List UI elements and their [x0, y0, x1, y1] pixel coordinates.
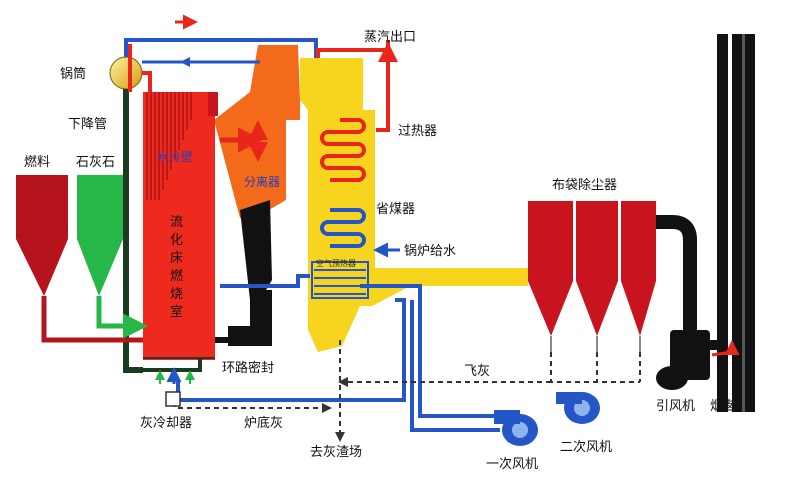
drum-label: 锅筒	[60, 66, 86, 82]
ash-cooler-label: 灰冷却器	[140, 416, 192, 431]
secondary-fan-label: 二次风机	[560, 439, 612, 455]
furnace-char-1: 流	[170, 215, 183, 230]
economizer-label: 省煤器	[376, 202, 415, 217]
bag-filter-label: 布袋除尘器	[552, 178, 617, 193]
ash-cooler	[155, 370, 195, 407]
limestone-label: 石灰石	[76, 155, 115, 170]
backpass	[300, 58, 375, 352]
air-preheater-label: 空气预热器	[316, 258, 356, 268]
downcomer-label: 下降管	[68, 117, 107, 132]
id-fan-label: 引风机	[656, 399, 695, 414]
furnace-char-6: 室	[170, 304, 183, 320]
separator-label: 分离器	[244, 174, 280, 189]
superheater-label: 过热器	[398, 124, 437, 139]
furnace-char-4: 燃	[170, 268, 183, 284]
flue-gas-duct	[360, 268, 528, 306]
fly-ash-label: 飞灰	[464, 364, 490, 379]
feedwater-label: 锅炉给水	[404, 243, 456, 259]
separator	[214, 45, 300, 346]
chimney-label: 烟囱	[710, 399, 736, 414]
ash-yard-label: 去灰渣场	[310, 445, 362, 460]
superheater-coil	[320, 118, 366, 182]
steam-drum	[109, 56, 143, 90]
steam-outlet-pipe	[316, 40, 388, 132]
air-preheater	[311, 261, 369, 299]
loop-seal-label: 环路密封	[222, 360, 274, 376]
economizer-coil	[320, 208, 366, 248]
flue-to-separator-arrow	[220, 120, 268, 162]
bag-filter	[528, 201, 656, 352]
primary-fan	[494, 410, 538, 446]
furnace	[143, 92, 218, 360]
fuel-label: 燃料	[24, 154, 50, 170]
furnace-char-2: 化	[170, 233, 183, 248]
furnace-char-5: 烧	[170, 287, 183, 302]
furnace-char-3: 床	[170, 251, 183, 266]
id-fan	[655, 215, 740, 390]
steam-outlet-label: 蒸汽出口	[364, 30, 416, 45]
limestone-silo	[77, 175, 148, 339]
chimney	[717, 34, 755, 412]
primary-fan-label: 一次风机	[486, 456, 538, 472]
water-wall-label: 水冷壁	[157, 149, 193, 164]
secondary-fan	[556, 392, 600, 424]
downcomer	[123, 89, 202, 373]
fuel-silo	[16, 175, 143, 343]
bottom-ash-label: 炉底灰	[244, 415, 283, 431]
